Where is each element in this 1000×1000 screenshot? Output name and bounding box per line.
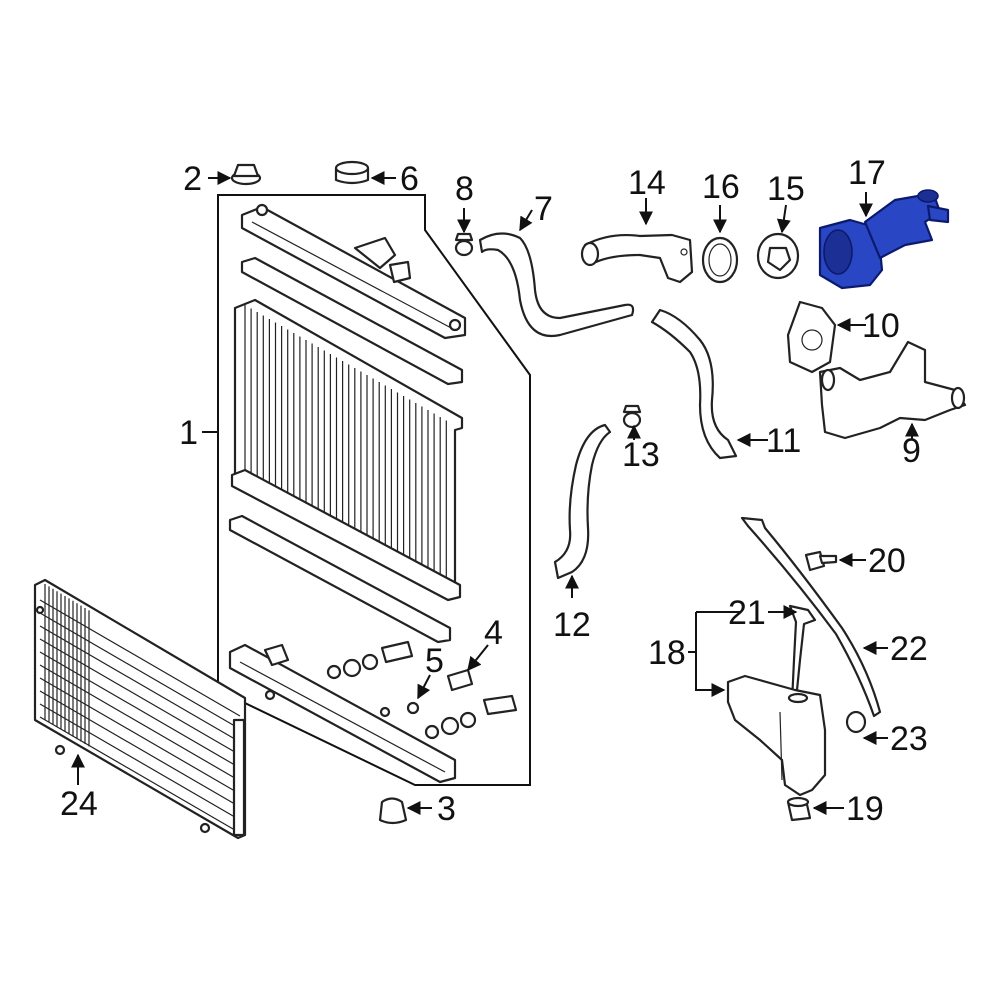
thermostat[interactable] <box>756 232 800 280</box>
callout-18: 18 <box>648 634 686 672</box>
callout-3: 3 <box>437 790 456 828</box>
callout-20: 20 <box>868 542 906 580</box>
lower-tank-gasket <box>228 514 452 644</box>
bolt-20[interactable] <box>804 550 838 572</box>
callout-14: 14 <box>628 164 666 202</box>
hose-ring-23[interactable] <box>845 710 867 734</box>
callout-24: 24 <box>60 785 98 823</box>
callout-16: 16 <box>702 168 740 206</box>
callout-22: 22 <box>890 630 928 668</box>
hose-clamp-13[interactable] <box>622 404 642 429</box>
upper-tank-gasket <box>240 256 464 386</box>
callout-19: 19 <box>846 790 884 828</box>
callout-8: 8 <box>455 170 474 208</box>
callout-13: 13 <box>622 436 660 474</box>
drain-fittings[interactable] <box>326 640 518 740</box>
housing-gasket-10[interactable] <box>786 300 837 374</box>
radiator-assembly-bracket <box>217 194 531 786</box>
callout-12: 12 <box>553 606 591 644</box>
callout-1: 1 <box>179 414 198 452</box>
radiator-hose-11[interactable] <box>650 308 738 460</box>
callout-15: 15 <box>767 170 805 208</box>
part-2-cap[interactable] <box>230 163 262 186</box>
hose-clamp-8[interactable] <box>454 232 474 257</box>
water-inlet-pipe[interactable] <box>580 233 694 284</box>
water-housing-9[interactable] <box>818 340 967 440</box>
radiator-core[interactable] <box>230 298 464 602</box>
lower-radiator-hose[interactable] <box>553 423 612 580</box>
coolant-reservoir[interactable] <box>726 674 827 797</box>
callout-4: 4 <box>484 614 503 652</box>
callout-2: 2 <box>183 160 202 198</box>
callout-5: 5 <box>425 642 444 680</box>
radiator-lower-tank[interactable] <box>228 643 457 784</box>
callout-labels: 1 2 3 4 5 6 7 8 9 10 11 12 13 14 15 16 1… <box>60 154 928 828</box>
radiator-upper-tank[interactable] <box>240 203 467 340</box>
ac-condenser[interactable] <box>33 578 247 840</box>
callout-9: 9 <box>902 432 921 470</box>
reservoir-cap-19[interactable] <box>786 796 812 822</box>
reservoir-bracket[interactable] <box>788 604 817 704</box>
radiator-cap[interactable] <box>334 160 370 185</box>
overflow-hose[interactable] <box>740 516 882 718</box>
callout-21: 21 <box>728 594 766 632</box>
callout-7: 7 <box>534 190 553 228</box>
mount-cushion-3[interactable] <box>378 797 408 825</box>
o-ring-5[interactable] <box>406 701 420 715</box>
callout-23: 23 <box>890 720 928 758</box>
callout-leaders <box>71 171 919 815</box>
water-outlet-highlighted[interactable] <box>818 189 950 290</box>
upper-radiator-hose[interactable] <box>478 232 635 338</box>
drain-cock-4[interactable] <box>446 668 474 692</box>
callout-11: 11 <box>766 422 801 460</box>
callout-10: 10 <box>862 307 900 345</box>
callout-17: 17 <box>848 154 886 192</box>
callout-6: 6 <box>400 160 419 198</box>
